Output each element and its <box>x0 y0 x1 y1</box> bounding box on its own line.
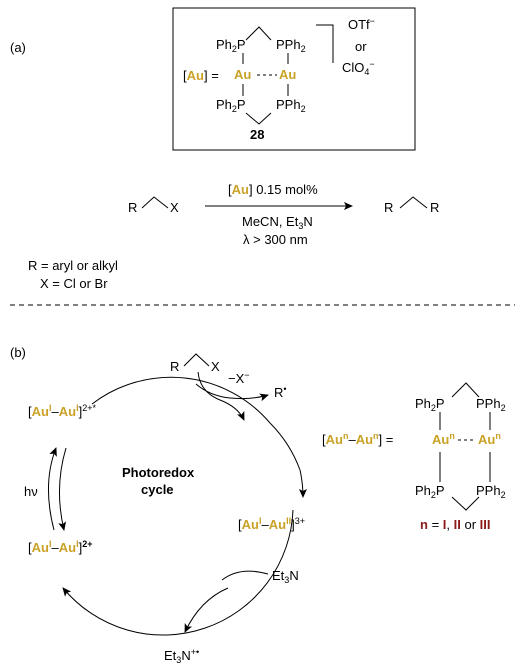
compound-number: 28 <box>250 127 265 142</box>
generic-phosphine-top-left: Ph2P <box>415 396 445 413</box>
cycle-substrate-x: X <box>211 359 220 374</box>
gold-atom-right: Au <box>279 67 297 82</box>
generic-phosphine-bottom-left: Ph2P <box>415 483 445 500</box>
gold-atom-left: Au <box>234 67 252 82</box>
cycle-arc-topright <box>269 422 301 471</box>
product-r-left: R <box>384 200 394 215</box>
alkyl-radical: R• <box>274 384 287 401</box>
generic-bottom-methylene <box>451 496 480 511</box>
relaxation-arrow <box>58 447 67 531</box>
generic-phosphine-top-right: PPh2 <box>476 396 506 413</box>
generic-gold-right: Aun <box>478 431 501 448</box>
cycle-title-line2: cycle <box>141 482 174 497</box>
substrate-entry-arrow <box>197 371 245 421</box>
cycle-arc-right <box>298 469 307 498</box>
amine-radical-cation: Et3N+• <box>164 647 200 665</box>
catalyst-condition: [Au] 0.15 mol% <box>228 182 318 197</box>
product-r-right: R <box>430 200 440 215</box>
amine-radical-exit-arrow <box>184 587 229 633</box>
excitation-arrow <box>48 447 57 531</box>
generic-gold-left: Aun <box>432 431 455 448</box>
oxidized-complex: [AuI–AuII]3+ <box>238 516 305 533</box>
generic-phosphine-bottom-right: PPh2 <box>476 483 506 500</box>
panel-b-label: (b) <box>10 345 26 360</box>
phosphine-bottom-left: Ph2P <box>216 97 246 114</box>
panel-a-label: (a) <box>10 40 26 55</box>
counter-ion-or: or <box>355 39 367 54</box>
light-condition: λ > 300 nm <box>243 232 308 247</box>
n-definition: n = I, II or III <box>420 517 491 532</box>
phosphine-top-right: PPh2 <box>276 37 306 54</box>
cycle-substrate-skeleton <box>183 353 210 367</box>
radical-exit-arrow <box>195 383 269 402</box>
counter-ion-triflate: OTf− <box>348 16 375 33</box>
excited-state-complex: [AuI–AuI]2+* <box>28 403 96 420</box>
substrate-skeleton <box>141 196 169 209</box>
triethylamine: Et3N <box>272 568 299 585</box>
amine-entry-arrow <box>221 570 269 581</box>
catalyst-abbreviation: [Au] = <box>183 68 219 83</box>
substrate-r: R <box>128 200 138 215</box>
top-methylene-bridge <box>245 26 272 41</box>
hv-label: hν <box>24 484 38 499</box>
counter-ion-perchlorate: ClO4− <box>342 59 375 77</box>
x-definition: X = Cl or Br <box>40 276 108 291</box>
generic-complex-label: [Aun–Aun] = <box>322 431 394 448</box>
complex-box <box>172 7 416 151</box>
product-skeleton <box>399 196 428 209</box>
complex-bracket <box>316 24 334 63</box>
substrate-x: X <box>170 200 179 215</box>
cycle-title-line1: Photoredox <box>122 465 195 480</box>
cycle-substrate-r: R <box>170 359 180 374</box>
cycle-arc-bottom <box>62 509 294 636</box>
phosphine-bottom-right: PPh2 <box>276 97 306 114</box>
cycle-arc-top <box>91 376 271 424</box>
bottom-methylene-bridge <box>245 112 272 125</box>
phosphine-top-left: Ph2P <box>216 37 246 54</box>
halide-loss-label: −X− <box>228 370 250 387</box>
r-definition: R = aryl or alkyl <box>28 258 118 273</box>
solvent-condition: MeCN, Et3N <box>242 214 313 231</box>
generic-top-methylene <box>451 382 480 398</box>
ground-state-complex: [AuI–AuI]2+ <box>28 539 93 556</box>
